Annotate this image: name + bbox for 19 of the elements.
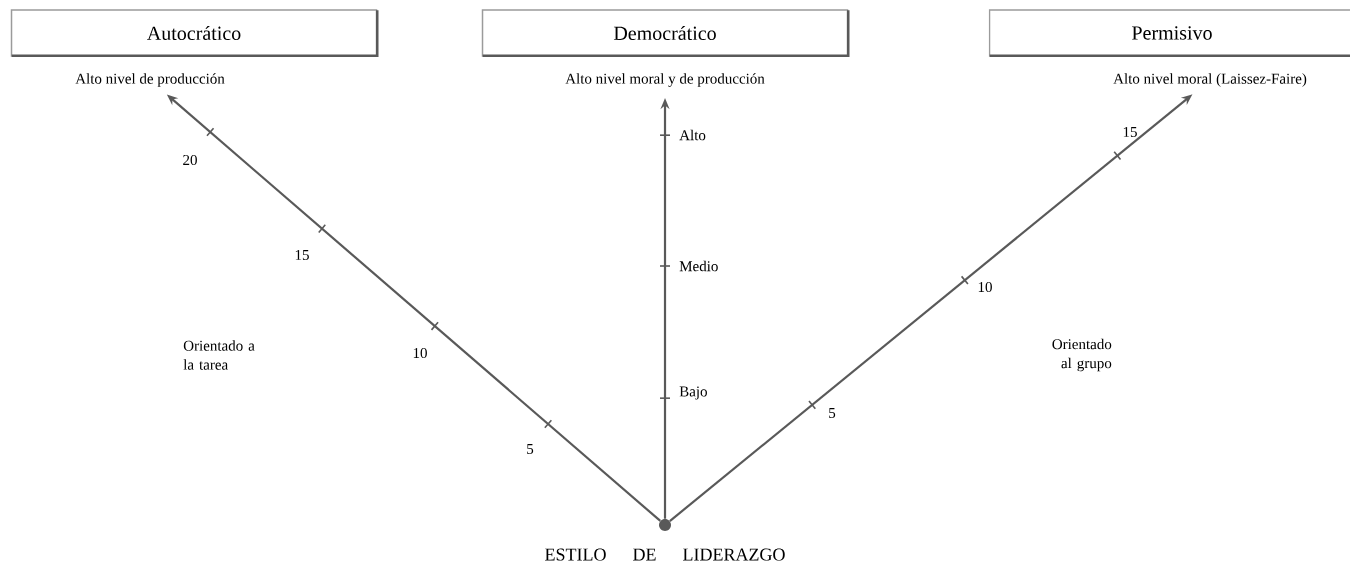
- note-text: Orientado al grupo: [1052, 338, 1112, 372]
- tick-label: 10: [978, 281, 992, 293]
- tick-label: Alto: [679, 129, 706, 141]
- style-box: Autocrático: [10, 9, 379, 57]
- style-box: Permisivo: [988, 9, 1350, 57]
- tick-label: 5: [829, 408, 836, 418]
- note-text: Orientado a la tarea: [183, 340, 255, 370]
- chart-caption: ESTILO DE LIDERAZGO: [545, 548, 785, 561]
- tick-label: 15: [1123, 127, 1137, 137]
- tick-label: 5: [527, 444, 534, 454]
- tick-label: Medio: [679, 260, 718, 272]
- axis-title: Alto nivel moral y de producción: [565, 73, 765, 87]
- axis-title: Alto nivel moral (Laissez-Faire): [1113, 73, 1307, 87]
- tick-label: 15: [295, 250, 309, 260]
- tick-label: 20: [183, 154, 197, 166]
- tick-label: 10: [413, 347, 427, 359]
- tick-label: Bajo: [679, 386, 707, 400]
- style-box: Democrático: [481, 9, 850, 57]
- axis-title: Alto nivel de producción: [75, 73, 225, 87]
